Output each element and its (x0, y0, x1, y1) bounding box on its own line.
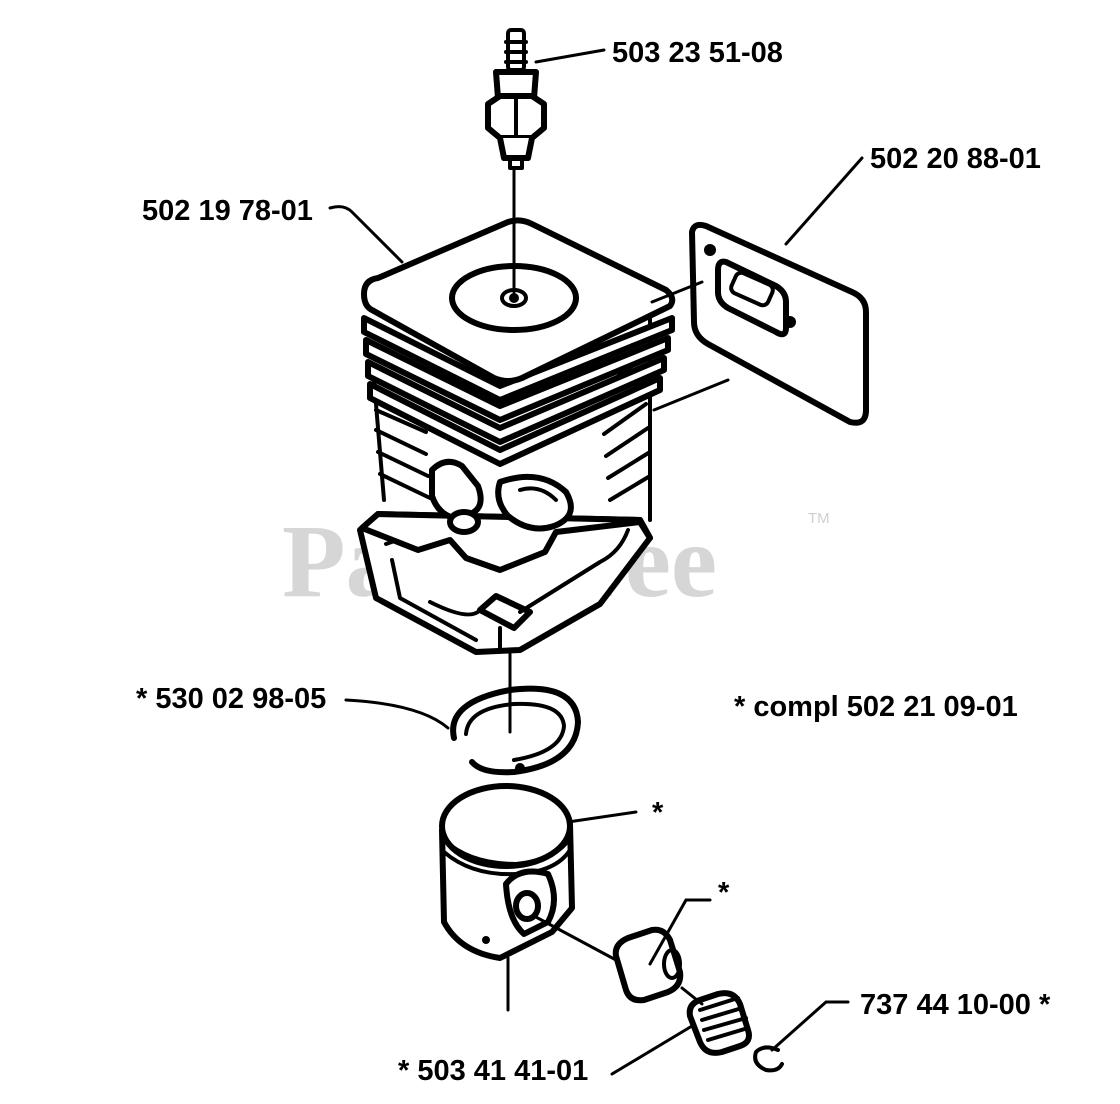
spark-plug[interactable] (485, 28, 547, 170)
piston-pin[interactable] (612, 926, 684, 1004)
label-piston-kit: * compl 502 21 09-01 (734, 691, 1018, 723)
label-piston-pin: * (718, 877, 730, 909)
needle-bearing[interactable] (686, 990, 752, 1056)
label-spark-plug: 503 23 51-08 (612, 37, 783, 69)
label-piston-ring: * 530 02 98-05 (136, 683, 326, 715)
label-piston: * (652, 797, 664, 829)
circlip[interactable] (753, 1045, 784, 1073)
exhaust-gasket[interactable] (689, 221, 869, 426)
label-needle-bearing: 737 44 10-00 * (860, 989, 1051, 1021)
leader-lines (328, 48, 864, 1076)
watermark-trademark: TM (808, 510, 830, 527)
part-labels: 503 23 51-08 502 19 78-01 502 20 88-01 *… (136, 37, 1051, 1087)
label-circlip: * 503 41 41-01 (398, 1055, 588, 1087)
label-cylinder: 502 19 78-01 (142, 195, 313, 227)
piston-ring[interactable] (450, 685, 581, 776)
label-exhaust-gasket: 502 20 88-01 (870, 143, 1041, 175)
cylinder[interactable] (357, 217, 676, 655)
piston[interactable] (439, 783, 575, 961)
